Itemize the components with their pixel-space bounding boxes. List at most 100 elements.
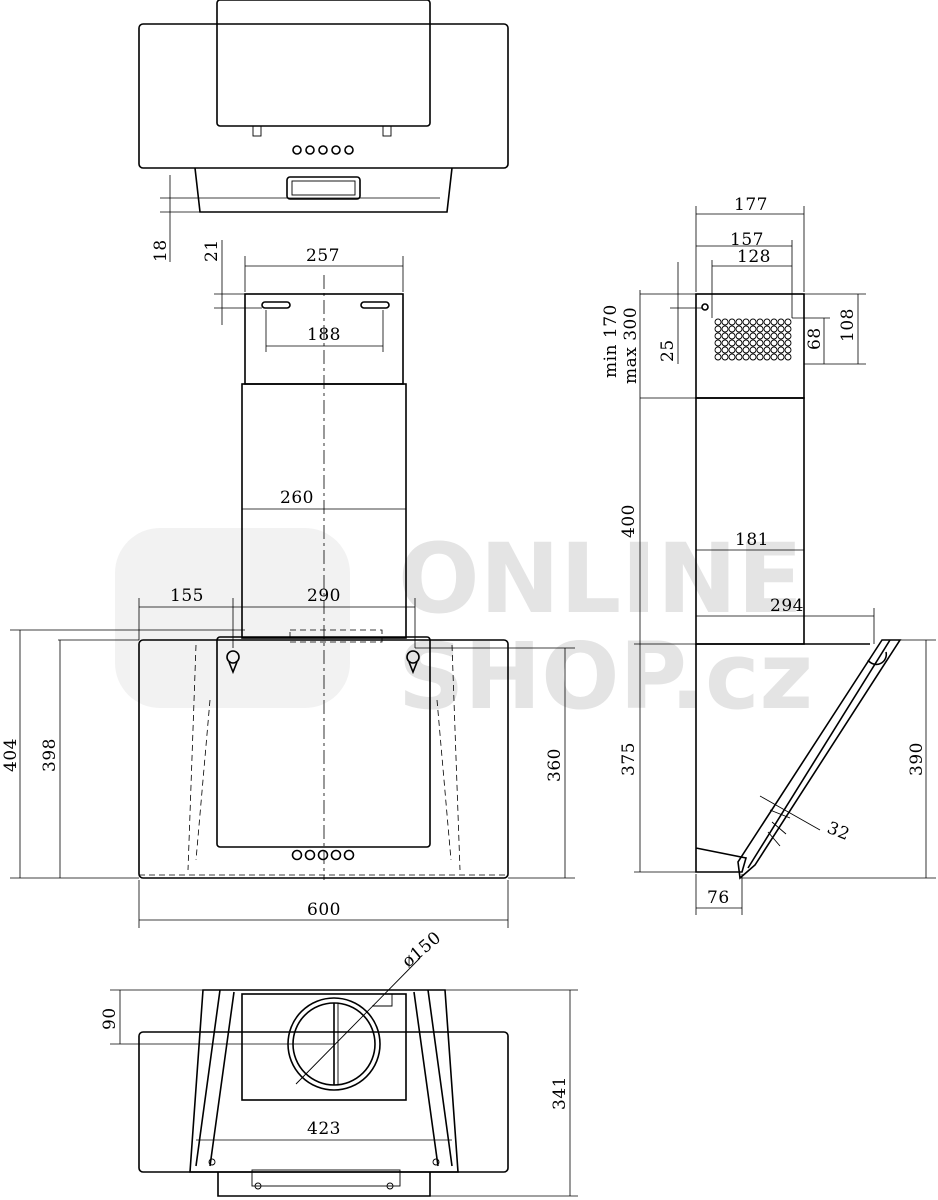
top-foot-right: [382, 125, 392, 137]
vent-hole: [784, 325, 792, 333]
top-buttons: [292, 145, 354, 155]
vent-hole: [770, 353, 778, 361]
vent-hole: [714, 353, 722, 361]
top-hood-outline: [138, 23, 509, 169]
bottom-chimney-plan: [241, 993, 407, 1101]
dim-side-375: 375: [619, 742, 639, 776]
vent-hole: [714, 332, 722, 340]
vent-hole: [721, 318, 729, 326]
front-bracket-slot-right: [360, 301, 390, 309]
top-button-2: [305, 145, 315, 155]
vent-hole: [784, 318, 792, 326]
vent-hole: [770, 339, 778, 347]
vent-hole: [728, 339, 736, 347]
dim-side-390: 390: [907, 742, 927, 776]
front-button-5: [343, 849, 355, 861]
vent-hole: [735, 325, 743, 333]
front-view: 257 188 21 260 155 290: [1, 239, 575, 928]
front-button-2: [304, 849, 316, 861]
dim-side-181: 181: [735, 530, 769, 550]
vent-hole: [770, 318, 778, 326]
front-buttons: [291, 849, 355, 861]
vent-hole: [777, 332, 785, 340]
watermark: ONLINE SHOP.cz: [115, 523, 813, 730]
side-screw: [701, 303, 709, 311]
dim-top-offset: 18: [151, 239, 171, 262]
vent-hole: [763, 318, 771, 326]
dim-adjust-min: min 170: [601, 304, 621, 378]
vent-hole: [749, 332, 757, 340]
dim-adjust-max: max 300: [621, 307, 641, 384]
dim-side-duct-width: 177: [734, 195, 768, 215]
vent-hole: [714, 346, 722, 354]
front-button-4: [330, 849, 342, 861]
vent-hole: [728, 353, 736, 361]
vent-hole: [777, 339, 785, 347]
vent-hole: [749, 346, 757, 354]
top-lower-body: [194, 167, 453, 213]
side-hinge: [867, 651, 888, 666]
vent-hole: [749, 353, 757, 361]
vent-hole: [721, 332, 729, 340]
vent-hole: [770, 332, 778, 340]
dim-depth: 341: [550, 1076, 570, 1110]
vent-hole: [721, 353, 729, 361]
vent-hole: [777, 325, 785, 333]
vent-hole: [756, 346, 764, 354]
top-button-3: [318, 145, 328, 155]
dim-hole-height: 360: [545, 748, 565, 782]
vent-hole: [728, 346, 736, 354]
vent-hole: [749, 339, 757, 347]
dim-side-294: 294: [770, 596, 804, 616]
vent-hole: [735, 332, 743, 340]
vent-hole: [763, 353, 771, 361]
vent-hole: [742, 325, 750, 333]
dim-glass-height: 398: [40, 738, 60, 772]
vent-hole: [714, 318, 722, 326]
vent-hole: [763, 332, 771, 340]
vent-hole: [784, 339, 792, 347]
top-display-inner: [291, 180, 356, 196]
vent-hole: [742, 332, 750, 340]
vent-hole: [763, 346, 771, 354]
vent-hole: [763, 339, 771, 347]
dim-vent-height: 108: [838, 308, 858, 342]
vent-hole: [735, 318, 743, 326]
top-button-4: [331, 145, 341, 155]
vent-hole: [784, 346, 792, 354]
vent-hole: [784, 332, 792, 340]
vent-hole: [742, 318, 750, 326]
keyhole-left: [226, 650, 240, 664]
dim-side-157: 157: [730, 230, 764, 250]
vent-hole: [763, 325, 771, 333]
bottom-view: ø150 90 341 423: [100, 928, 578, 1197]
dim-side-25: 25: [658, 339, 678, 362]
vent-hole: [721, 339, 729, 347]
vent-hole: [749, 318, 757, 326]
front-bracket-slot-left: [261, 301, 291, 309]
top-display: [286, 176, 361, 200]
front-hood-outline: [138, 639, 509, 879]
dim-side-base: 76: [707, 888, 730, 908]
dim-hole-spacing: 290: [307, 586, 341, 606]
dim-outlet-offset: 90: [100, 1007, 120, 1030]
dim-total-height: 404: [1, 738, 21, 772]
vent-hole: [770, 346, 778, 354]
vent-hole: [777, 318, 785, 326]
dim-chimney-width: 260: [280, 488, 314, 508]
bottom-front-lip: [217, 1172, 431, 1197]
vent-hole: [749, 325, 757, 333]
vent-hole: [756, 339, 764, 347]
dim-glass-thickness: 32: [824, 818, 852, 845]
dim-top-duct-width: 257: [306, 246, 340, 266]
vent-hole: [714, 325, 722, 333]
front-button-1: [291, 849, 303, 861]
vent-hole: [777, 353, 785, 361]
vent-hole: [728, 332, 736, 340]
top-foot-left: [252, 125, 262, 137]
dim-rear-width: 423: [307, 1119, 341, 1139]
front-button-3: [317, 849, 329, 861]
side-glass-panel: [737, 639, 902, 880]
vent-hole: [735, 339, 743, 347]
